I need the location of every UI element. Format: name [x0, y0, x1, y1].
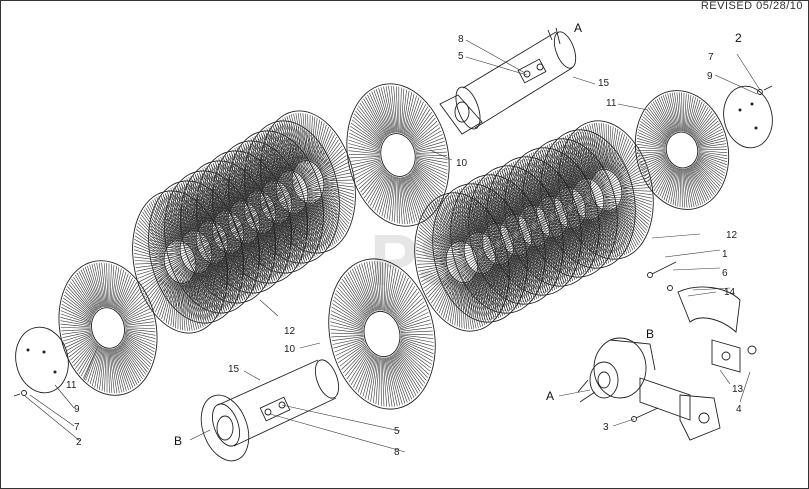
callout-l5b: 5: [394, 426, 400, 437]
right-brush-wheel-stack: [414, 120, 654, 332]
callout-lBb: B: [646, 327, 654, 341]
upper-shaft-tube: [439, 27, 577, 135]
callout-l13: 13: [732, 384, 744, 395]
gearbox-assembly: [577, 337, 721, 441]
callout-l7b: 7: [74, 422, 80, 433]
callout-lAa: A: [574, 21, 582, 35]
callout-l12b: 12: [284, 326, 296, 337]
callout-l11a: 11: [606, 98, 617, 109]
callout-l12a: 12: [726, 230, 738, 241]
callout-l4: 4: [736, 404, 742, 415]
callout-l8a: 8: [458, 34, 464, 45]
mounting-bracket: [711, 339, 757, 373]
callout-lBa: B: [174, 434, 182, 448]
revision-date: REVISED 05/28/10: [700, 0, 803, 12]
callout-l2b: 2: [76, 437, 82, 448]
lower-shaft-tube: [200, 359, 340, 462]
callout-l3: 3: [603, 422, 609, 433]
brush-wheel-10-lower: [328, 258, 436, 410]
callout-l15a: 15: [598, 78, 610, 89]
brush-wheel-11-left: [58, 260, 158, 396]
brush-wheel: [132, 190, 228, 334]
single-brush-wheels: [58, 83, 730, 410]
brush-wheel: [414, 192, 510, 332]
callout-l10a: 10: [456, 158, 468, 169]
callout-l9b: 9: [74, 404, 80, 415]
end-plate-right: [723, 85, 773, 149]
guard-shield: [677, 286, 741, 333]
callout-l15b: 15: [228, 364, 240, 375]
callout-l1: 1: [722, 249, 728, 260]
callout-l7a: 7: [708, 52, 714, 63]
brush-wheel-11-right: [634, 90, 730, 210]
callout-l5a: 5: [458, 51, 464, 62]
brush-wheel-10-upper: [346, 83, 450, 227]
callout-l10b: 10: [284, 344, 296, 355]
callout-lAb: A: [546, 389, 554, 403]
end-plate-left: [15, 326, 69, 394]
callout-l2a: 2: [735, 31, 742, 45]
leader-lines: [24, 39, 761, 453]
callout-l6: 6: [722, 268, 728, 279]
callout-l9a: 9: [707, 71, 713, 82]
left-brush-wheel-stack: [132, 110, 356, 334]
bolt-hardware: [13, 85, 773, 422]
callout-l8b: 8: [394, 447, 400, 458]
callout-l14: 14: [724, 287, 736, 298]
callout-l11b: 11: [66, 380, 77, 391]
